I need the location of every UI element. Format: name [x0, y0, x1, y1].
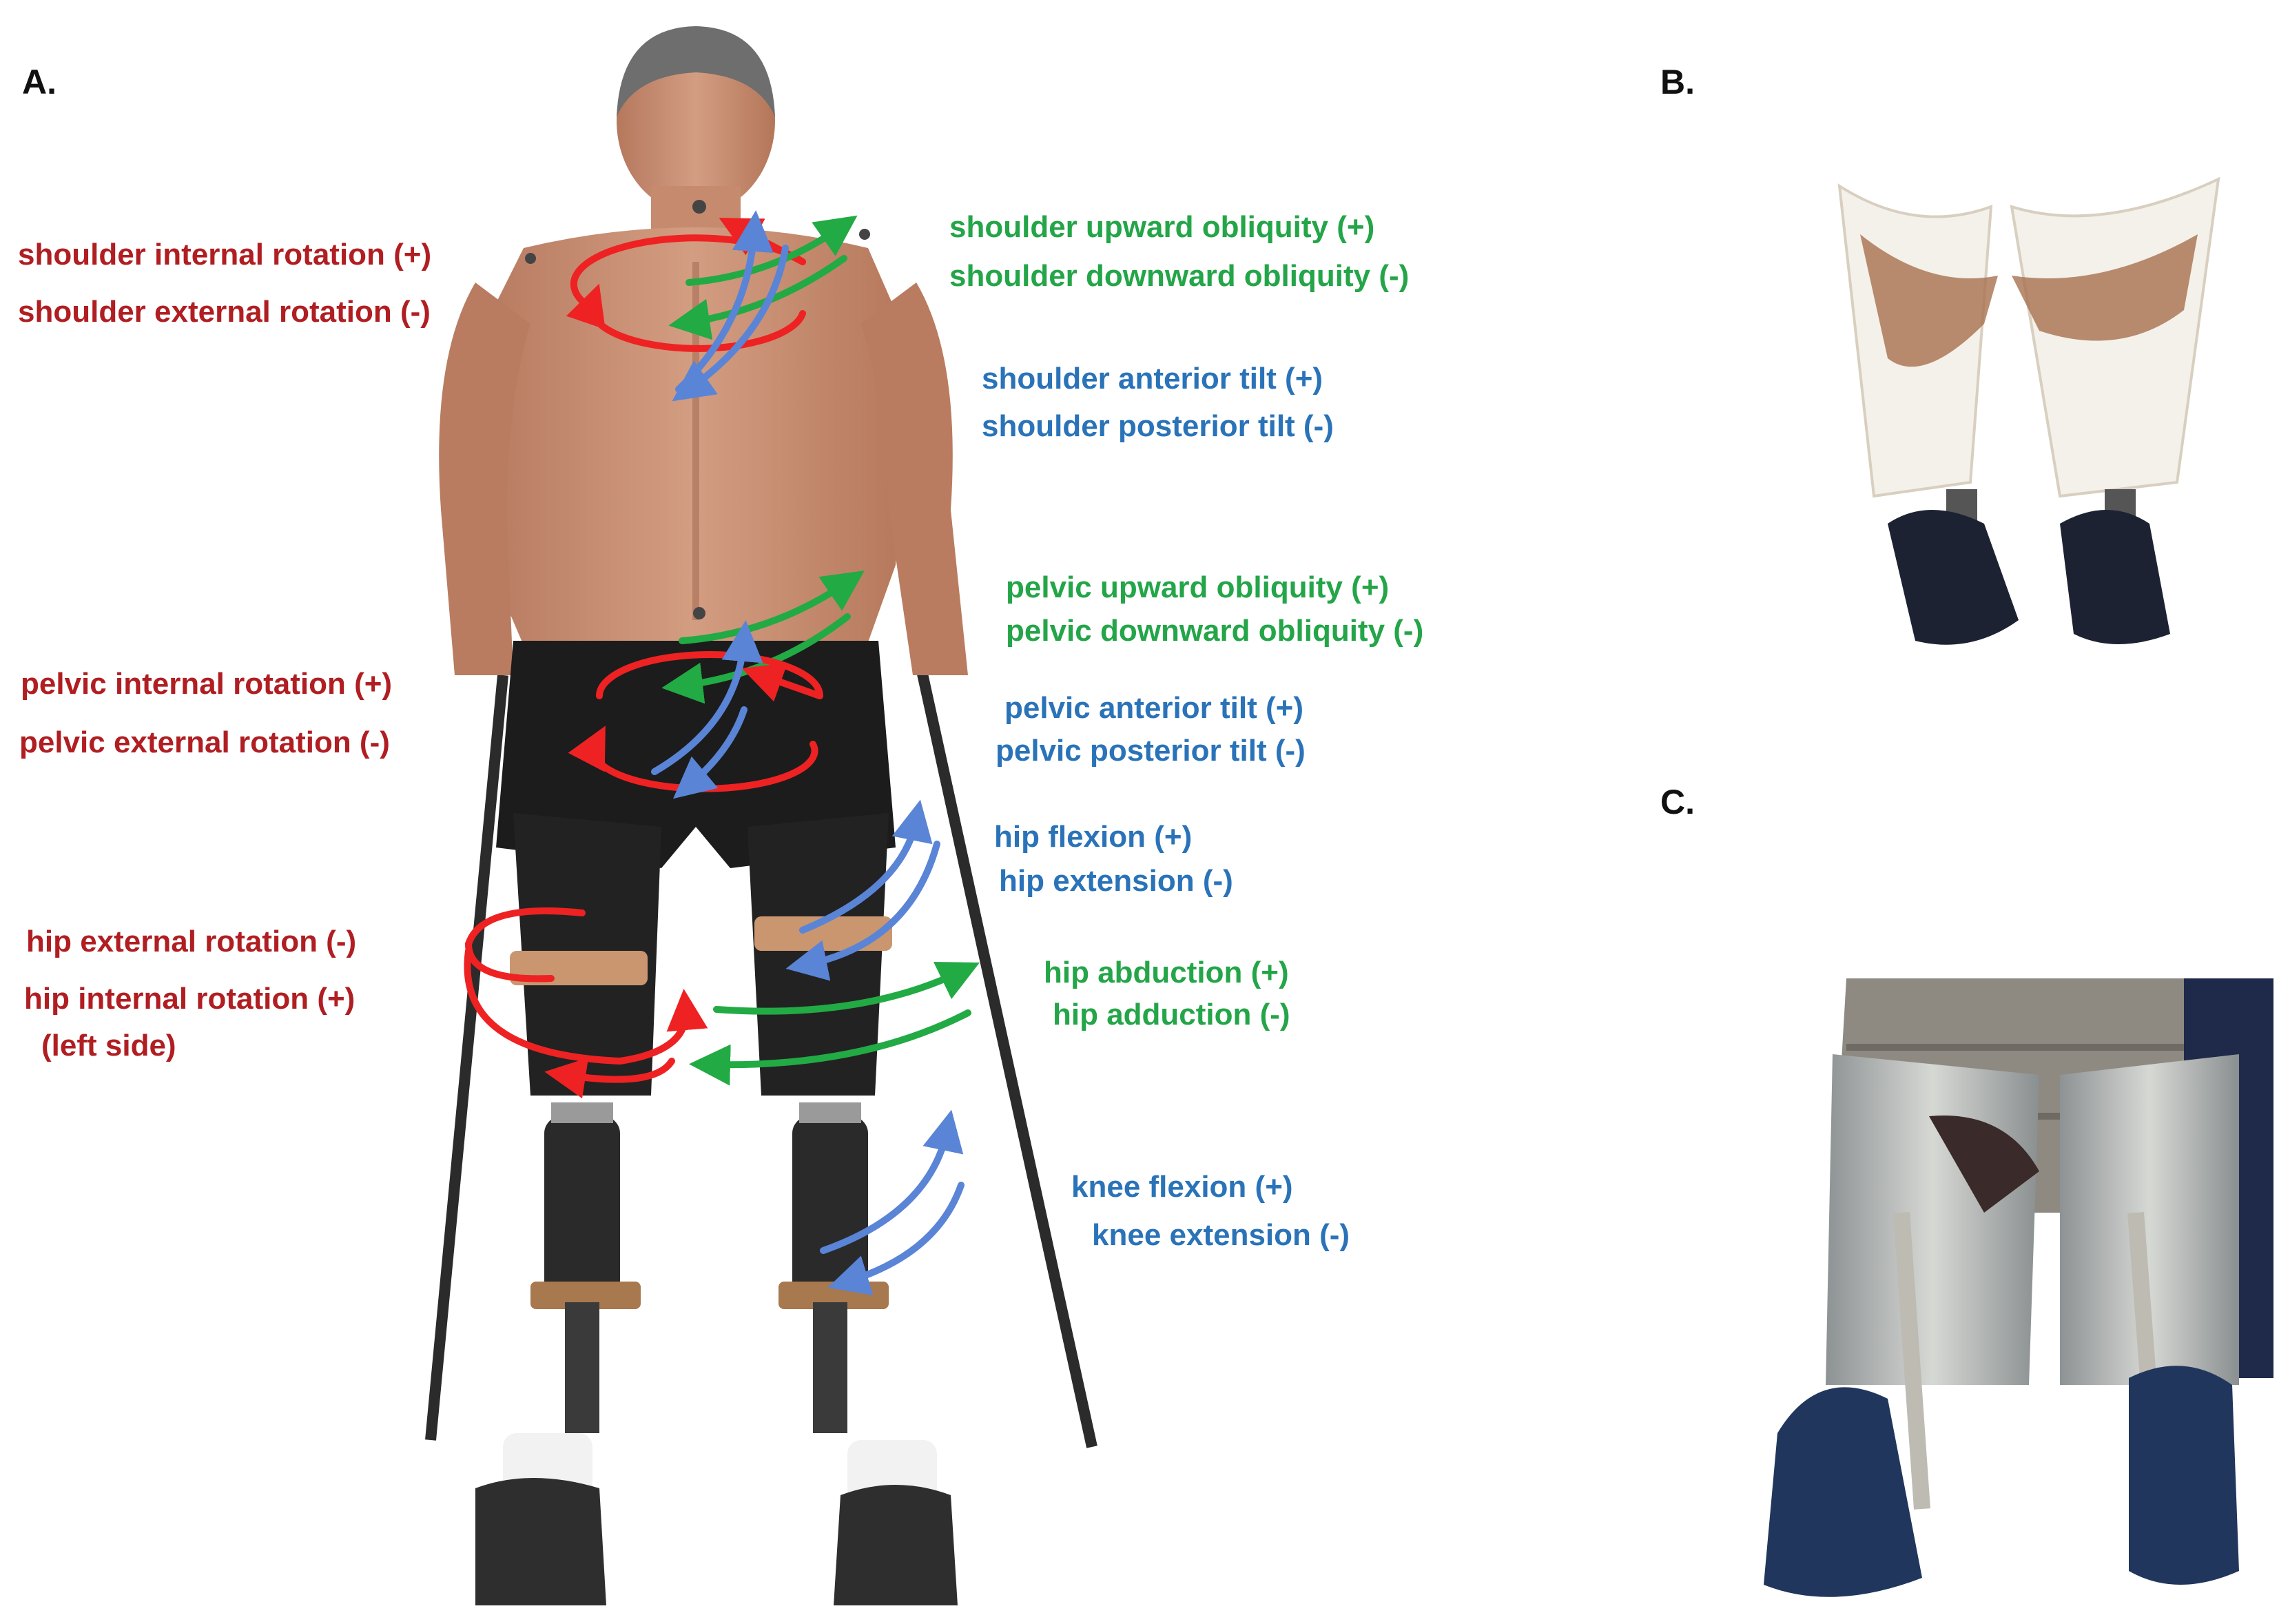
- label-pelvic-upward-obliquity: pelvic upward obliquity (+): [1006, 571, 1390, 604]
- label-pelvic-anterior-tilt: pelvic anterior tilt (+): [1004, 691, 1303, 725]
- knee-arrows: [820, 1109, 965, 1295]
- label-shoulder-external-rotation: shoulder external rotation (-): [18, 295, 431, 329]
- label-pelvic-downward-obliquity: pelvic downward obliquity (-): [1006, 614, 1424, 648]
- label-pelvic-posterior-tilt: pelvic posterior tilt (-): [996, 734, 1306, 768]
- panel-label-b: B.: [1660, 63, 1695, 101]
- label-hip-adduction: hip adduction (-): [1053, 998, 1290, 1031]
- label-shoulder-anterior-tilt: shoulder anterior tilt (+): [982, 362, 1323, 395]
- label-pelvic-internal-rotation: pelvic internal rotation (+): [21, 667, 393, 701]
- panel-label-a: A.: [22, 63, 56, 101]
- label-shoulder-upward-obliquity: shoulder upward obliquity (+): [949, 210, 1375, 244]
- panel-b-sockets-photo: [1837, 176, 2220, 645]
- label-shoulder-internal-rotation: shoulder internal rotation (+): [18, 238, 432, 271]
- label-knee-extension: knee extension (-): [1092, 1218, 1350, 1252]
- label-hip-external-rotation: hip external rotation (-): [26, 925, 357, 958]
- label-hip-flexion: hip flexion (+): [994, 820, 1193, 854]
- shoulder-arrows: [566, 210, 858, 402]
- pelvic-arrows: [568, 571, 865, 799]
- panel-c-worn-sockets-photo: [1764, 978, 2273, 1597]
- label-left-side: (left side): [41, 1029, 176, 1062]
- hip-arrows: [464, 799, 980, 1099]
- panel-label-c: C.: [1660, 783, 1695, 821]
- label-hip-internal-rotation: hip internal rotation (+): [24, 982, 355, 1016]
- label-shoulder-downward-obliquity: shoulder downward obliquity (-): [949, 259, 1410, 293]
- label-shoulder-posterior-tilt: shoulder posterior tilt (-): [982, 409, 1334, 443]
- label-hip-extension: hip extension (-): [999, 864, 1233, 898]
- label-hip-abduction: hip abduction (+): [1044, 956, 1289, 989]
- label-pelvic-external-rotation: pelvic external rotation (-): [19, 726, 390, 759]
- label-knee-flexion: knee flexion (+): [1071, 1170, 1293, 1204]
